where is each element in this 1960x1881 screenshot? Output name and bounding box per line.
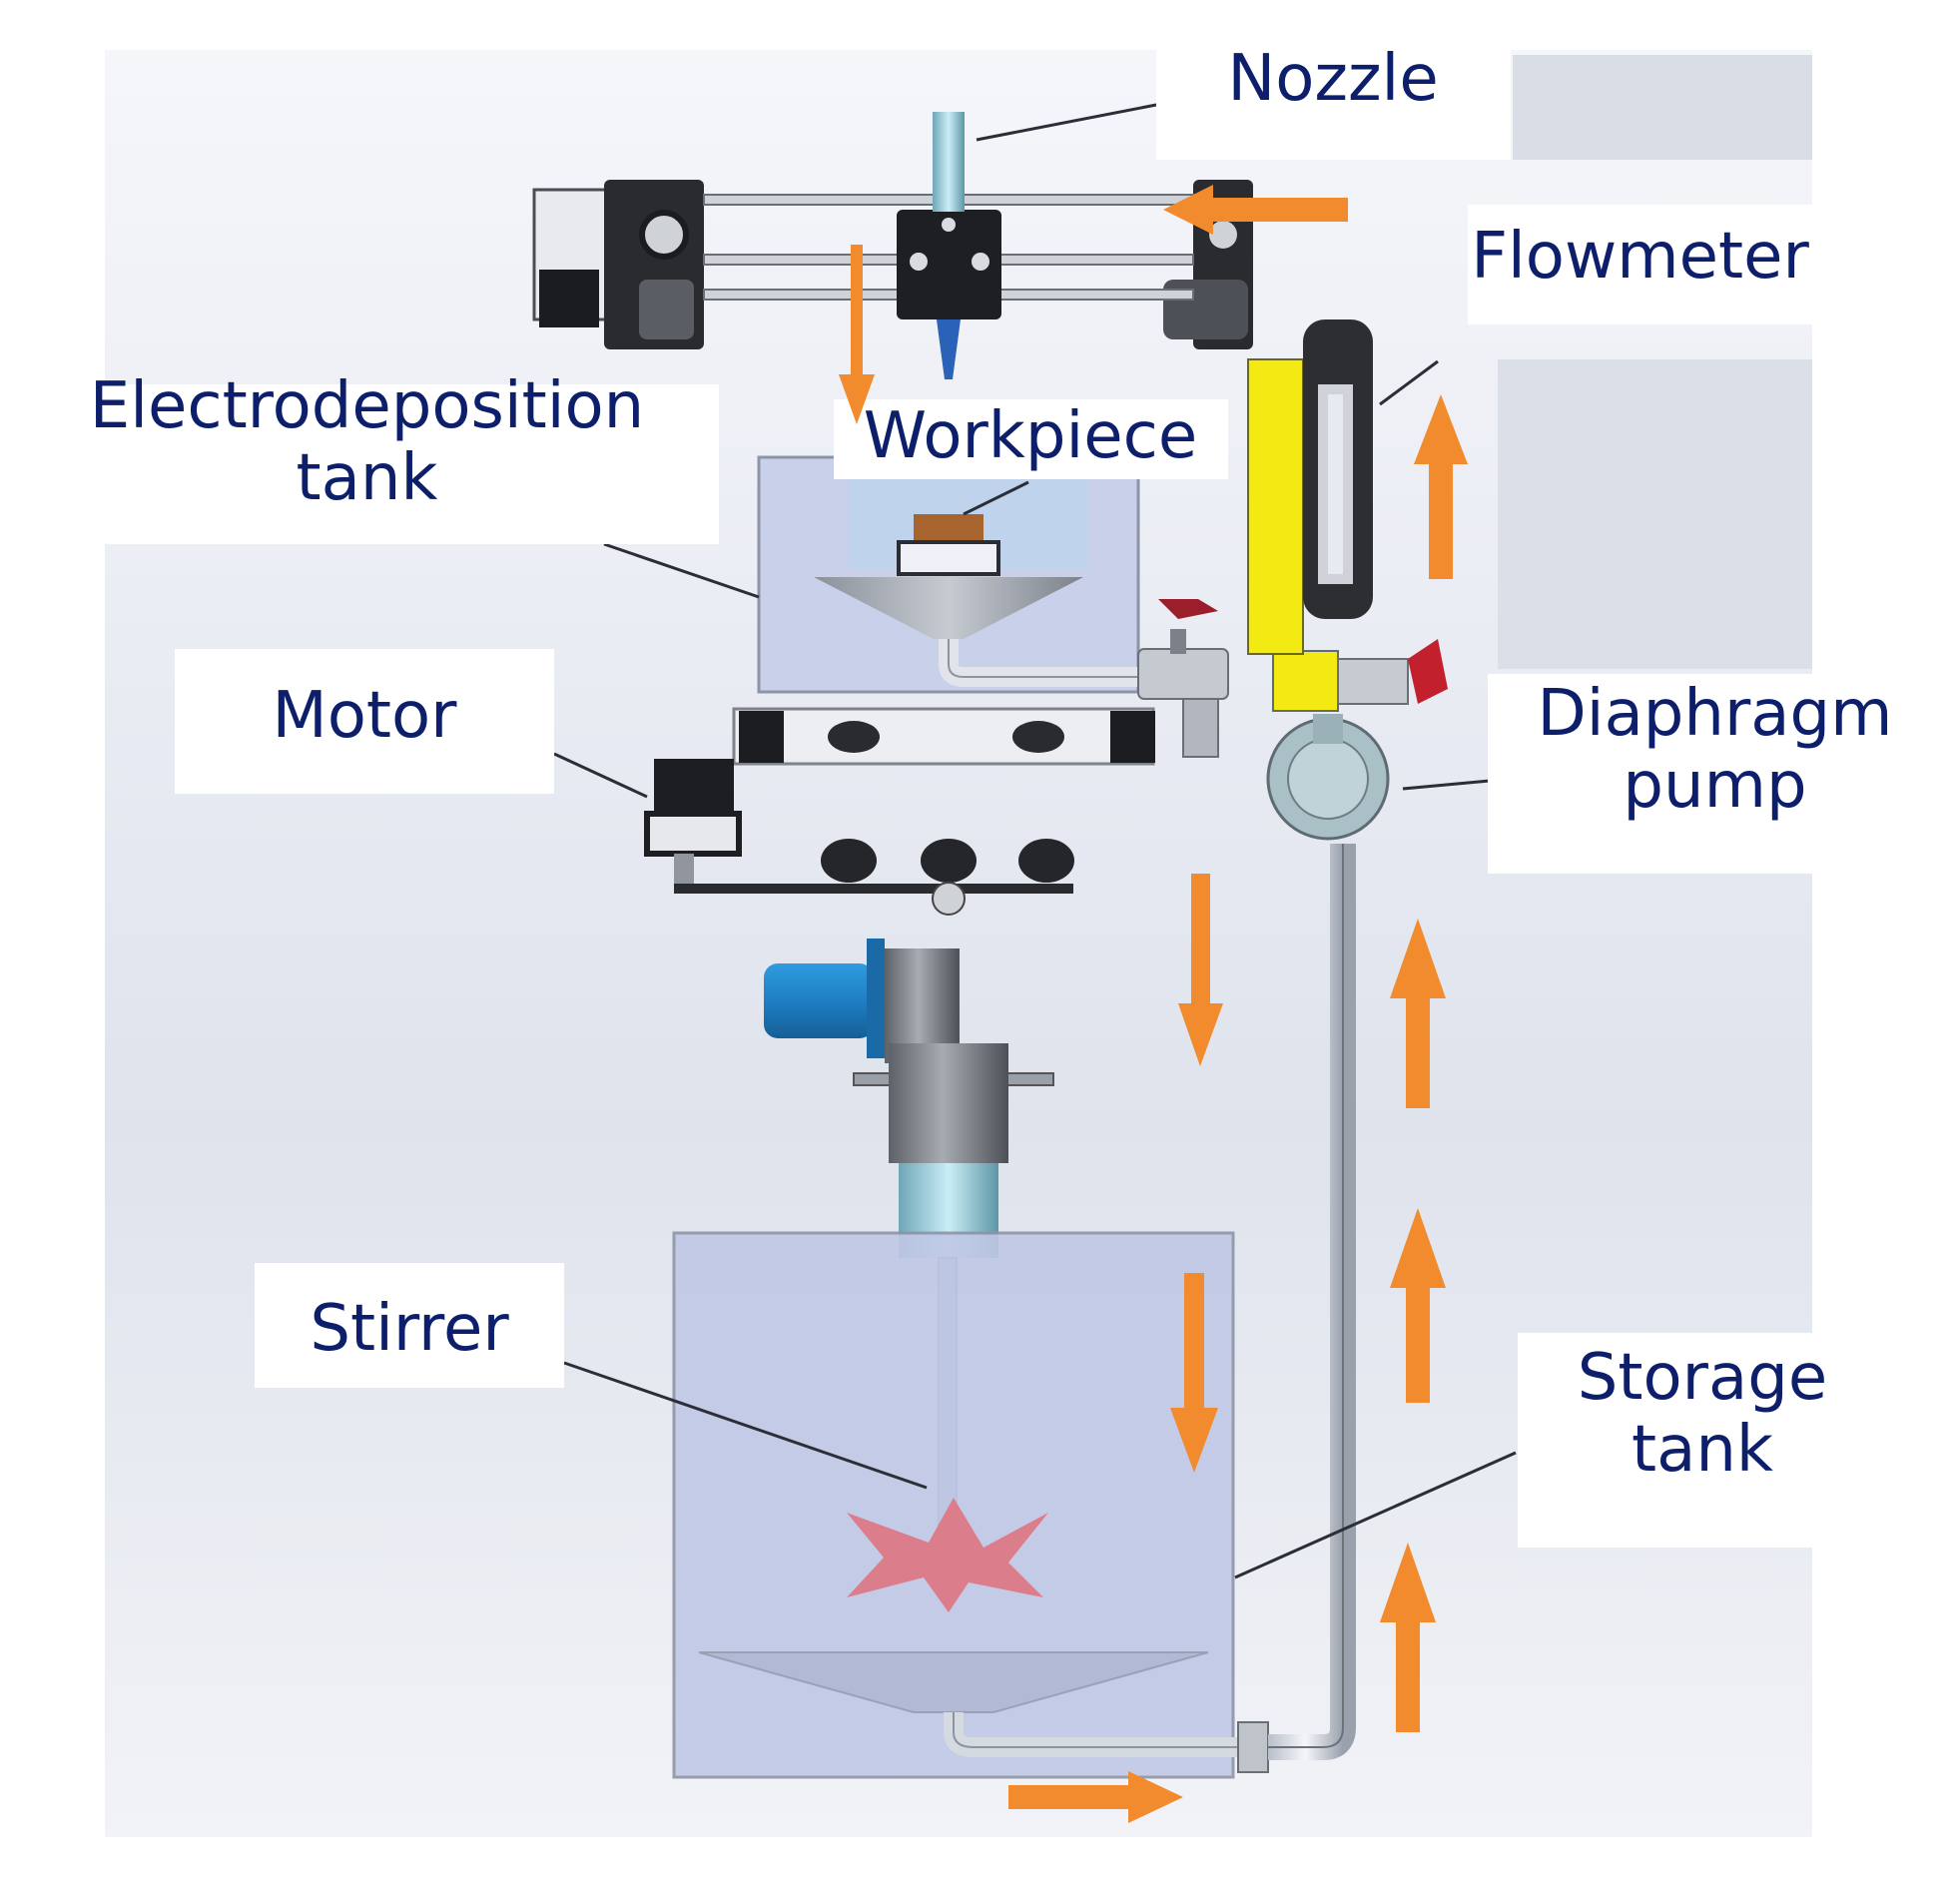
label-electrodeposition-tank: Electrodeposition tank xyxy=(15,369,719,515)
flowmeter-body xyxy=(1247,358,1304,655)
flow-arrows xyxy=(839,185,1468,1823)
electrodeposition-tank-shape xyxy=(732,455,1229,766)
label-electrodeposition-tank-line1: Electrodeposition xyxy=(89,369,645,443)
storage-tank-shape xyxy=(672,1231,1269,1779)
flow-arrow-up-flowmeter xyxy=(1414,394,1468,579)
label-storage-tank-line1: Storage xyxy=(1577,1341,1828,1415)
impeller-shape xyxy=(847,1498,1048,1612)
label-storage-tank: Storage tank xyxy=(1518,1341,1887,1487)
gantry-assembly xyxy=(532,112,1253,379)
label-backgrounds xyxy=(15,30,1942,1548)
flow-arrow-down-mid xyxy=(1178,874,1223,1066)
label-diaphragm-pump-line2: pump xyxy=(1623,748,1807,823)
workpiece-block xyxy=(914,514,983,542)
label-nozzle: Nozzle xyxy=(1227,42,1439,116)
label-storage-tank-line2: tank xyxy=(1632,1412,1773,1487)
label-electrodeposition-tank-line2: tank xyxy=(296,440,438,515)
flow-arrow-left-top xyxy=(1163,185,1348,235)
nozzle-tube xyxy=(933,112,965,212)
label-stirrer: Stirrer xyxy=(310,1292,509,1366)
flow-arrow-up-2 xyxy=(1390,1208,1446,1403)
flow-arrow-right-bottom xyxy=(1008,1771,1183,1823)
label-flowmeter: Flowmeter xyxy=(1471,220,1809,294)
flow-arrow-up-1 xyxy=(1390,919,1446,1108)
flow-arrow-down-workpiece xyxy=(839,245,875,424)
flow-arrow-up-3 xyxy=(1380,1543,1436,1732)
return-line xyxy=(1247,319,1448,1760)
label-motor: Motor xyxy=(272,679,457,753)
label-diaphragm-pump-line1: Diaphragm xyxy=(1537,677,1893,751)
label-diaphragm-pump: Diaphragm pump xyxy=(1488,677,1942,823)
motor-linkage-shape xyxy=(644,759,1074,916)
leader-lines xyxy=(553,103,1517,1579)
flow-arrow-down-storage xyxy=(1170,1273,1218,1473)
label-workpiece: Workpiece xyxy=(863,399,1198,473)
